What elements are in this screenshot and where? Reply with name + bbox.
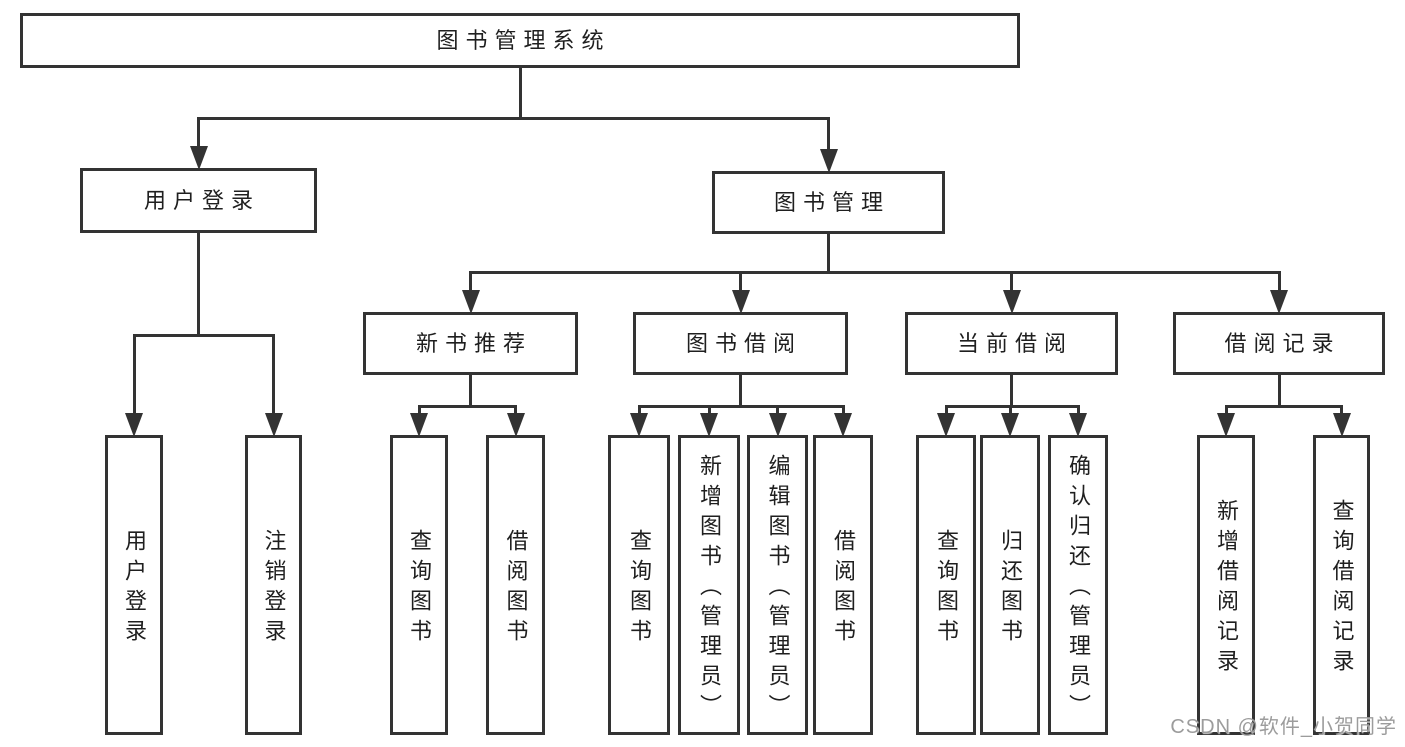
connector-drop [1076, 406, 1080, 417]
arrow-down-icon [819, 149, 838, 173]
connector-bar [1224, 404, 1343, 408]
connector-bar [197, 116, 830, 120]
connector-stem [827, 234, 830, 272]
node-leaf-return-book: 归还图书 [980, 435, 1040, 735]
connector-bar [469, 270, 1281, 274]
connector-drop [514, 406, 517, 417]
node-leaf-add-book: 新增图书（管理员） [678, 435, 740, 735]
node-book-borrow: 图书借阅 [633, 312, 848, 375]
connector-drop [637, 406, 641, 417]
arrow-down-icon [731, 290, 750, 314]
connector-bar [417, 404, 517, 408]
node-leaf-query-book-2: 查询图书 [608, 435, 670, 735]
node-book-mgmt: 图书管理 [712, 171, 945, 234]
node-borrow-records: 借阅记录 [1173, 312, 1385, 375]
connector-drop [1224, 406, 1228, 417]
arrow-down-icon [1069, 413, 1087, 437]
arrow-down-icon [461, 290, 480, 314]
node-leaf-borrow-book-2: 借阅图书 [813, 435, 873, 735]
arrow-down-icon [1002, 290, 1021, 314]
node-leaf-user-login: 用户登录 [105, 435, 163, 735]
connector-drop [739, 272, 742, 294]
node-leaf-add-record: 新增借阅记录 [1197, 435, 1255, 735]
node-leaf-query-record: 查询借阅记录 [1313, 435, 1370, 735]
arrow-down-icon [937, 413, 955, 437]
arrow-down-icon [506, 413, 525, 437]
connector-stem [1277, 375, 1281, 406]
arrow-down-icon [1217, 413, 1235, 437]
connector-bar [944, 404, 1080, 408]
arrow-down-icon [834, 413, 852, 437]
connector-drop [827, 118, 830, 153]
arrow-down-icon [1332, 413, 1351, 437]
connector-drop [1340, 406, 1343, 417]
arrow-down-icon [1270, 290, 1288, 314]
connector-drop [469, 272, 472, 294]
connector-bar [637, 404, 845, 408]
connector-drop [1277, 272, 1281, 294]
connector-bar [132, 333, 275, 337]
arrow-down-icon [1001, 413, 1019, 437]
node-new-book-rec: 新书推荐 [363, 312, 578, 375]
arrow-down-icon [768, 413, 787, 437]
connector-drop [1010, 272, 1013, 294]
watermark: CSDN @软件_小贺同学 [1170, 716, 1397, 738]
arrow-down-icon [700, 413, 718, 437]
node-leaf-query-book-1: 查询图书 [390, 435, 448, 735]
arrow-down-icon [189, 146, 208, 170]
connector-drop [417, 406, 421, 417]
connector-drop [132, 335, 136, 417]
arrow-down-icon [630, 413, 648, 437]
arrow-down-icon [264, 413, 283, 437]
node-root: 图书管理系统 [20, 13, 1020, 68]
connector-stem [518, 68, 522, 118]
connector-stem [469, 375, 472, 406]
connector-stem [197, 233, 200, 335]
node-current-borrow: 当前借阅 [905, 312, 1118, 375]
node-leaf-confirm-return: 确认归还（管理员） [1048, 435, 1108, 735]
node-leaf-logout: 注销登录 [245, 435, 302, 735]
node-leaf-borrow-book-1: 借阅图书 [486, 435, 545, 735]
arrow-down-icon [410, 413, 428, 437]
node-user-login: 用户登录 [80, 168, 317, 233]
connector-drop [707, 406, 711, 417]
arrow-down-icon [125, 413, 143, 437]
connector-drop [272, 335, 275, 417]
connector-stem [1010, 375, 1013, 406]
node-leaf-edit-book: 编辑图书（管理员） [747, 435, 808, 735]
connector-drop [776, 406, 779, 417]
node-leaf-query-book-3: 查询图书 [916, 435, 976, 735]
connector-drop [944, 406, 948, 417]
connector-stem [739, 375, 742, 406]
connector-drop [1008, 406, 1012, 417]
connector-drop [841, 406, 845, 417]
connector-drop [197, 118, 200, 150]
